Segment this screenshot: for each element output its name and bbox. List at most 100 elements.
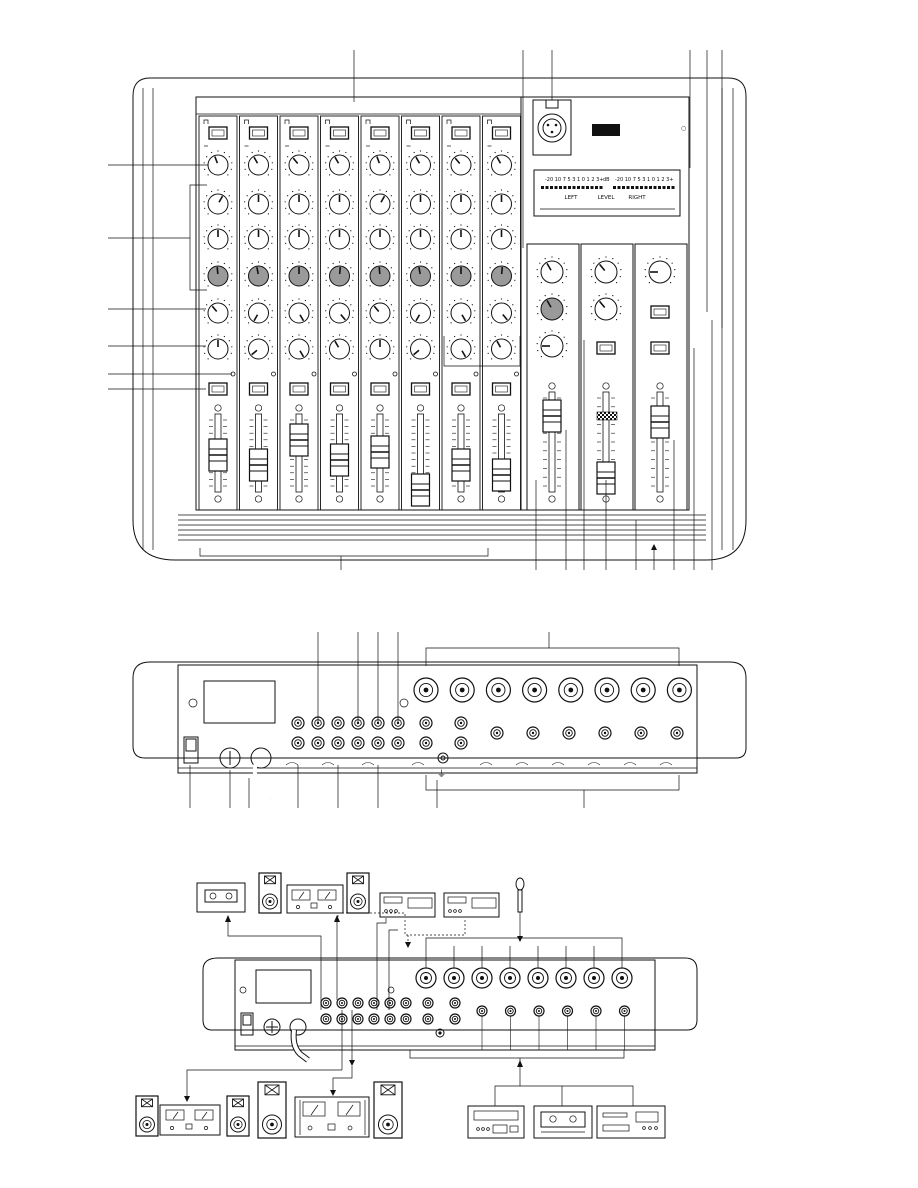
channel-knob-row-5[interactable]	[284, 298, 314, 324]
master-button-2[interactable]	[650, 305, 670, 319]
rear-output-jack[interactable]	[331, 716, 345, 730]
connection-xlr-input[interactable]	[415, 967, 437, 989]
channel-knob-row-1[interactable]	[203, 150, 233, 176]
fuse-holder[interactable]	[219, 747, 241, 769]
channel-pad-button[interactable]	[370, 126, 390, 140]
channel-pad-button[interactable]	[248, 126, 269, 140]
master-knob-1[interactable]	[536, 256, 568, 284]
channel-pad-button[interactable]	[329, 126, 350, 140]
master-knob-6[interactable]	[644, 256, 676, 284]
connection-output-jack[interactable]	[320, 997, 332, 1009]
rear-xlr-input[interactable]	[594, 677, 620, 703]
channel-knob-row-4[interactable]	[487, 261, 516, 287]
channel-knob-row-4[interactable]	[406, 261, 435, 287]
channel-fader[interactable]	[329, 404, 350, 503]
connection-xlr-input[interactable]	[443, 967, 465, 989]
channel-knob-row-5[interactable]	[365, 298, 395, 324]
connection-line-input[interactable]	[476, 1005, 488, 1017]
master-knob-4[interactable]	[590, 256, 622, 284]
channel-knob-row-1[interactable]	[365, 150, 395, 176]
channel-knob-row-3[interactable]	[487, 224, 516, 250]
connection-output-jack[interactable]	[384, 997, 396, 1009]
rear-line-input[interactable]	[670, 726, 684, 740]
connection-aux-jack[interactable]	[449, 997, 461, 1009]
channel-pad-button[interactable]	[289, 126, 309, 140]
channel-knob-row-6[interactable]	[365, 334, 395, 360]
channel-knob-row-2[interactable]	[203, 189, 233, 215]
connection-line-input[interactable]	[590, 1005, 602, 1017]
connection-output-jack[interactable]	[352, 1013, 364, 1025]
rear-line-input[interactable]	[562, 726, 576, 740]
connection-output-jack[interactable]	[352, 997, 364, 1009]
rear-xlr-input[interactable]	[666, 677, 693, 703]
master-knob-2[interactable]	[536, 293, 568, 321]
rear-xlr-input[interactable]	[449, 677, 475, 703]
channel-knob-row-6[interactable]	[244, 334, 273, 360]
rear-output-jack[interactable]	[391, 736, 405, 750]
channel-knob-row-1[interactable]	[446, 150, 476, 176]
connection-output-jack[interactable]	[320, 1013, 332, 1025]
connection-line-input[interactable]	[618, 1005, 631, 1017]
rear-output-jack[interactable]	[291, 736, 305, 750]
rear-output-jack[interactable]	[351, 736, 365, 750]
rear-aux-jack[interactable]	[419, 736, 433, 750]
channel-knob-row-2[interactable]	[446, 189, 476, 215]
rear-xlr-input[interactable]	[413, 677, 439, 703]
power-switch[interactable]	[183, 736, 199, 764]
connection-xlr-input[interactable]	[555, 967, 577, 989]
rear-line-input[interactable]	[634, 726, 648, 740]
connection-xlr-input[interactable]	[583, 967, 605, 989]
connection-xlr-input[interactable]	[499, 967, 521, 989]
channel-pad-button[interactable]	[491, 126, 512, 140]
connection-output-jack[interactable]	[336, 997, 348, 1009]
connection-xlr-input[interactable]	[471, 967, 493, 989]
master-button-1[interactable]	[596, 341, 616, 355]
channel-knob-row-6[interactable]	[284, 334, 314, 360]
channel-knob-row-6[interactable]	[203, 334, 233, 360]
channel-pad-button[interactable]	[451, 126, 471, 140]
rear-aux-jack[interactable]	[454, 736, 468, 750]
rear-xlr-input[interactable]	[558, 677, 584, 703]
rear-line-input[interactable]	[526, 726, 540, 740]
master-fader[interactable]	[650, 382, 670, 503]
channel-knob-row-5[interactable]	[203, 298, 233, 324]
channel-knob-row-1[interactable]	[325, 150, 354, 176]
channel-knob-row-2[interactable]	[406, 189, 435, 215]
channel-knob-row-6[interactable]	[325, 334, 354, 360]
rear-output-jack[interactable]	[331, 736, 345, 750]
channel-pfl-button[interactable]	[289, 382, 309, 396]
channel-fader[interactable]	[370, 404, 390, 503]
connection-aux-jack[interactable]	[449, 1013, 461, 1025]
master-fader[interactable]	[542, 382, 562, 503]
channel-knob-row-3[interactable]	[365, 224, 395, 250]
connection-line-input[interactable]	[504, 1005, 517, 1017]
channel-pfl-button[interactable]	[410, 382, 431, 396]
connection-output-jack[interactable]	[384, 1013, 396, 1025]
connection-output-jack[interactable]	[400, 1013, 412, 1025]
channel-fader[interactable]	[410, 404, 431, 507]
channel-knob-row-3[interactable]	[284, 224, 314, 250]
rear-aux-jack[interactable]	[454, 716, 468, 730]
channel-knob-row-5[interactable]	[406, 298, 435, 324]
channel-knob-row-4[interactable]	[203, 261, 233, 287]
channel-knob-row-2[interactable]	[365, 189, 395, 215]
connection-xlr-input[interactable]	[527, 967, 549, 989]
rear-xlr-input[interactable]	[485, 677, 511, 703]
channel-knob-row-5[interactable]	[446, 298, 476, 324]
connection-line-input[interactable]	[561, 1005, 574, 1017]
rear-xlr-input[interactable]	[630, 677, 656, 703]
channel-knob-row-4[interactable]	[284, 261, 314, 287]
connection-line-input[interactable]	[533, 1005, 545, 1017]
channel-pad-button[interactable]	[410, 126, 431, 140]
connection-output-jack[interactable]	[368, 1013, 380, 1025]
connection-aux-jack[interactable]	[422, 1013, 434, 1025]
rear-xlr-input[interactable]	[521, 677, 548, 703]
channel-fader[interactable]	[248, 404, 269, 503]
channel-knob-row-6[interactable]	[406, 334, 435, 360]
connection-output-jack[interactable]	[368, 997, 380, 1009]
channel-knob-row-3[interactable]	[446, 224, 476, 250]
master-knob-5[interactable]	[590, 293, 622, 321]
channel-knob-row-1[interactable]	[406, 150, 435, 176]
channel-fader[interactable]	[289, 404, 309, 503]
master-button-3[interactable]	[650, 341, 670, 355]
